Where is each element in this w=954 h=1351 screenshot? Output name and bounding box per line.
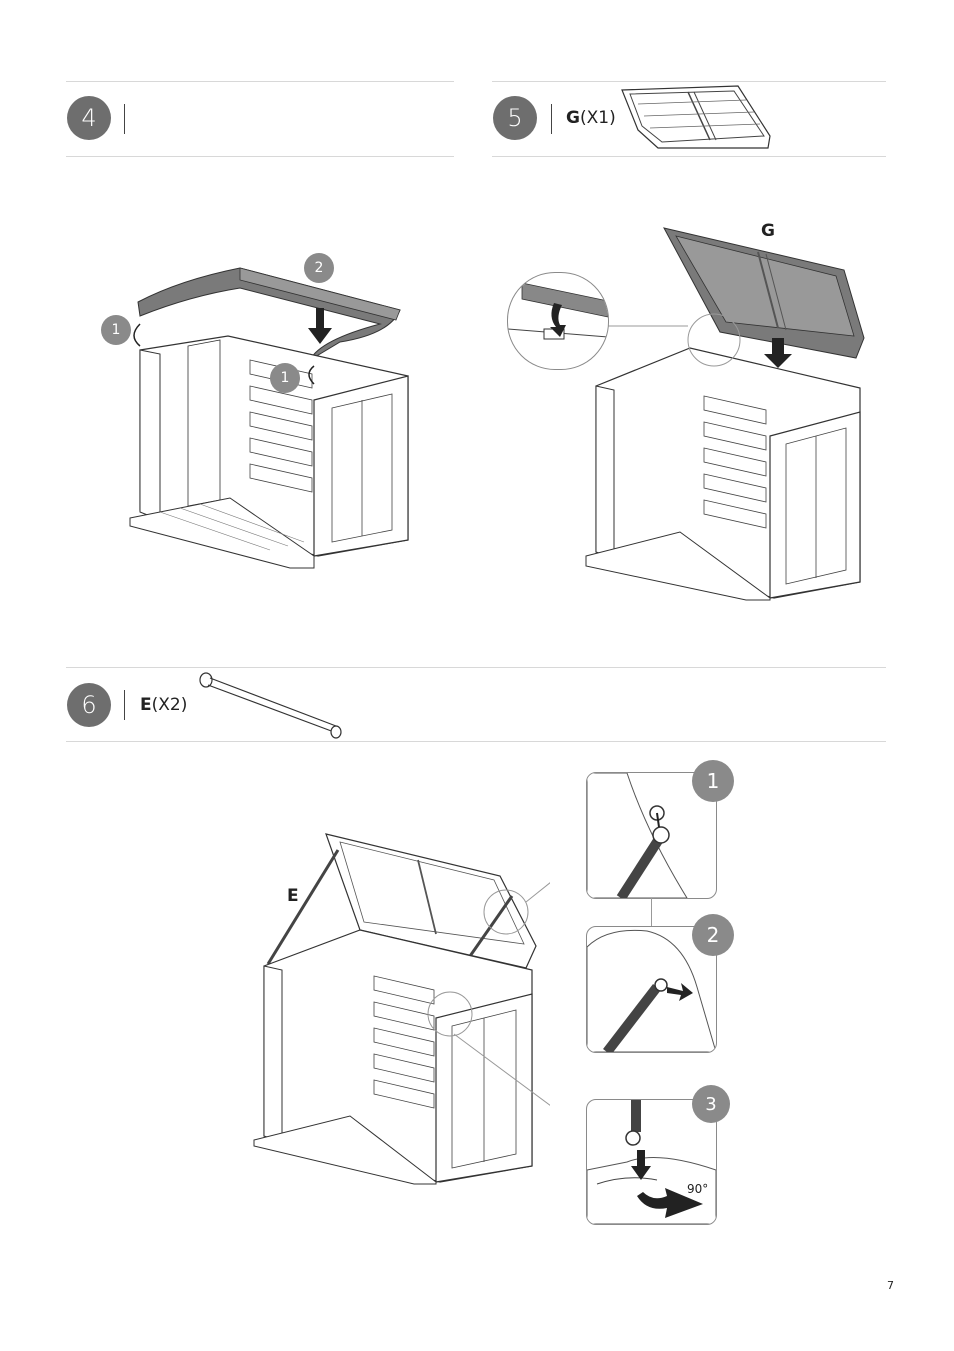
step-4-callout-1b: 1 (270, 363, 300, 393)
step-4-callout-2: 2 (304, 253, 334, 283)
step-6-strut-label: E (287, 886, 299, 906)
step-6-detail-3-badge: 3 (692, 1085, 730, 1123)
step-6-part-qty: (X2) (152, 695, 188, 715)
step-5-detail-inset (507, 272, 609, 370)
step-6-detail-1-badge: 1 (692, 760, 734, 802)
page-number: 7 (887, 1279, 894, 1292)
step4-bottom-rule (66, 156, 454, 157)
detail-connector-1-2 (651, 898, 652, 926)
step-6-number: 6 (67, 683, 111, 727)
lid-part-thumbnail (618, 84, 778, 154)
strut-part-thumbnail (198, 670, 348, 742)
step6-bottom-rule (66, 741, 886, 742)
step-5-part-qty: (X1) (580, 108, 616, 128)
rotation-label: 90° (687, 1182, 708, 1196)
step-4-callout-1a: 1 (101, 315, 131, 345)
step-4-illustration (100, 250, 420, 580)
strut-rotate-detail (587, 1100, 716, 1224)
step-4-divider (124, 104, 125, 134)
step5-top-rule (492, 81, 886, 82)
step-6-part-label: E(X2) (140, 695, 187, 715)
step-5-part-letter: G (566, 108, 580, 128)
step-6-part-letter: E (140, 695, 152, 715)
step-5-part-label: G(X1) (566, 108, 616, 128)
step6-top-rule (66, 667, 886, 668)
step4-top-rule (66, 81, 454, 82)
step-6-detail-2-badge: 2 (692, 914, 734, 956)
step-6-divider (124, 690, 125, 720)
step-5-divider (551, 104, 552, 134)
step-4-number: 4 (67, 96, 111, 140)
step-5-lid-label: G (761, 221, 775, 241)
hinge-clip-detail (508, 273, 608, 369)
step-6-illustration (250, 826, 550, 1186)
step5-bottom-rule (492, 156, 886, 157)
step-5-number: 5 (493, 96, 537, 140)
